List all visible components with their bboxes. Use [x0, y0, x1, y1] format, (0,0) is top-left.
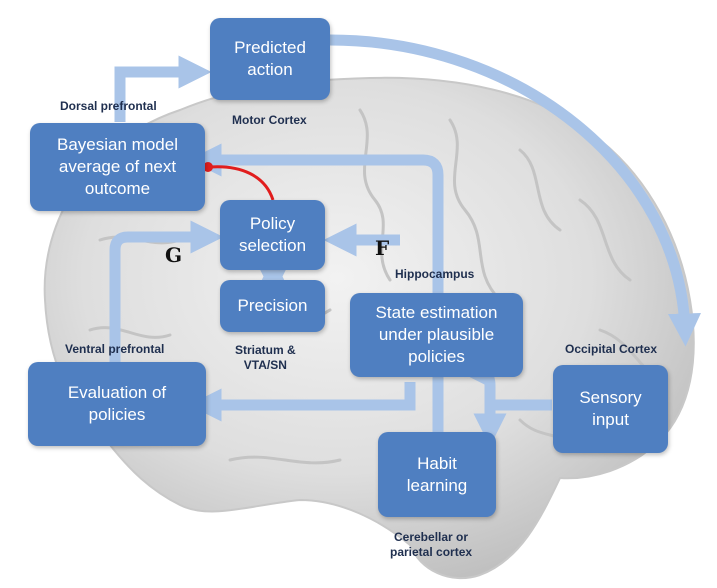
state-estimation-box: State estimation under plausible policie… [350, 293, 523, 377]
habit-learning-box: Habit learning [378, 432, 496, 517]
arrow-bayes-to-action [114, 55, 212, 122]
bayesian-model-box: Bayesian model average of next outcome [30, 123, 205, 211]
arrow-action-to-sensory [329, 34, 701, 347]
letter-g: G [165, 243, 183, 267]
region-hippocampus: Hippocampus [395, 267, 475, 281]
precision-box: Precision [220, 280, 325, 332]
arrow-eval-to-policy [109, 220, 224, 362]
sensory-input-box: Sensory input [553, 365, 668, 453]
region-occipital-cortex: Occipital Cortex [565, 342, 658, 356]
connection-arrows [109, 34, 701, 447]
region-striatum: Striatum & VTA/SN [235, 343, 296, 372]
region-motor-cortex: Motor Cortex [232, 113, 307, 127]
region-cerebellar: Cerebellar or parietal cortex [390, 530, 473, 559]
inhibitory-connection [203, 162, 275, 201]
evaluation-of-policies-box: Evaluation of policies [28, 362, 206, 446]
policy-selection-box: Policy selection [220, 200, 325, 270]
predicted-action-box: Predicted action [210, 18, 330, 100]
letter-f: F [375, 236, 390, 260]
arrow-state-to-bayes [188, 143, 444, 293]
region-ventral-prefrontal: Ventral prefrontal [65, 342, 165, 356]
arrow-to-evaluation [188, 382, 416, 422]
region-dorsal-prefrontal: Dorsal prefrontal [60, 99, 157, 113]
